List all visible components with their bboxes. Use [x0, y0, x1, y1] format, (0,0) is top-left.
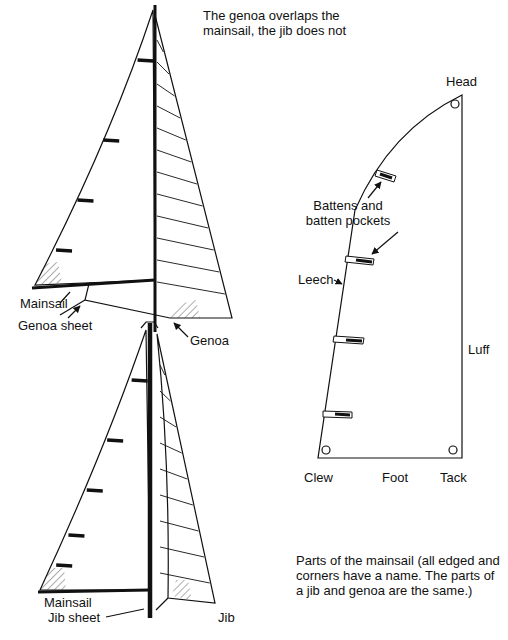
mainsail-outline	[318, 95, 462, 458]
clew-patch	[35, 262, 62, 285]
part-name: Clew	[304, 470, 333, 485]
batten	[138, 60, 154, 61]
leader-line	[68, 306, 80, 318]
leader-line	[368, 182, 381, 198]
jib-sheet-line	[156, 598, 168, 610]
leader-line	[372, 232, 398, 254]
masthead	[141, 322, 158, 328]
seam-line	[160, 547, 204, 557]
leader-line	[334, 280, 342, 284]
tack-patch	[170, 300, 200, 318]
batten	[132, 380, 148, 381]
seam-line	[157, 62, 169, 74]
part-name: Tack	[440, 470, 467, 485]
seam-line	[160, 521, 198, 531]
seam-line	[157, 172, 197, 184]
seam-line	[157, 40, 163, 52]
batten	[107, 440, 123, 441]
seam-line	[157, 216, 208, 228]
battens	[56, 60, 154, 251]
seam-line	[157, 128, 186, 140]
batten	[56, 565, 72, 566]
part-name: Head	[446, 74, 477, 89]
part-name: Leech	[298, 272, 333, 287]
leader-line	[106, 609, 144, 617]
seam-line	[157, 282, 225, 294]
mast	[148, 323, 153, 618]
batten	[77, 200, 93, 201]
part-name: Luff	[468, 342, 489, 357]
seam-line	[157, 194, 203, 206]
genoa-seams	[157, 40, 225, 294]
batten	[56, 250, 72, 251]
seam-line	[160, 469, 187, 479]
boom	[32, 280, 155, 288]
jib-rig	[38, 322, 215, 618]
jib-sail	[157, 334, 215, 603]
sail-name: Jib	[218, 610, 235, 625]
seam-line	[157, 238, 214, 250]
jib-clew-patch	[172, 580, 192, 600]
battens	[56, 380, 147, 566]
batten	[103, 140, 119, 141]
mainsail-top	[35, 10, 155, 285]
mast	[154, 5, 157, 332]
head-ring	[451, 100, 459, 108]
clew-ring	[322, 446, 330, 454]
part-name: Foot	[382, 470, 408, 485]
seam-line	[160, 417, 176, 427]
caption-note: Parts of the mainsail (all edged and cor…	[296, 553, 501, 598]
sail-name: Mainsail	[20, 296, 68, 311]
seam-line	[160, 365, 165, 375]
seam-line	[157, 150, 191, 162]
sail-name: Mainsail	[44, 595, 92, 610]
seam-line	[157, 106, 180, 118]
batten	[87, 490, 103, 491]
tack-ring	[449, 446, 457, 454]
mainsail-bottom	[40, 330, 150, 590]
sail-name: Genoa	[190, 333, 229, 348]
part-name: Genoa sheet	[18, 318, 92, 333]
jib-seams	[160, 365, 210, 583]
part-name: Battens and batten pockets	[296, 198, 400, 228]
seam-line	[157, 260, 219, 272]
seam-line	[160, 495, 193, 505]
genoa-rig	[32, 5, 232, 337]
seam-line	[160, 443, 182, 453]
seam-line	[157, 84, 175, 96]
mainsail-parts	[318, 95, 462, 458]
boom	[38, 590, 150, 592]
note-text: The genoa overlaps the mainsail, the jib…	[203, 8, 383, 38]
seam-line	[160, 391, 170, 401]
part-name: Jib sheet	[48, 610, 100, 625]
clew-patch	[40, 568, 66, 590]
batten	[68, 535, 84, 536]
leader-line	[174, 323, 188, 337]
